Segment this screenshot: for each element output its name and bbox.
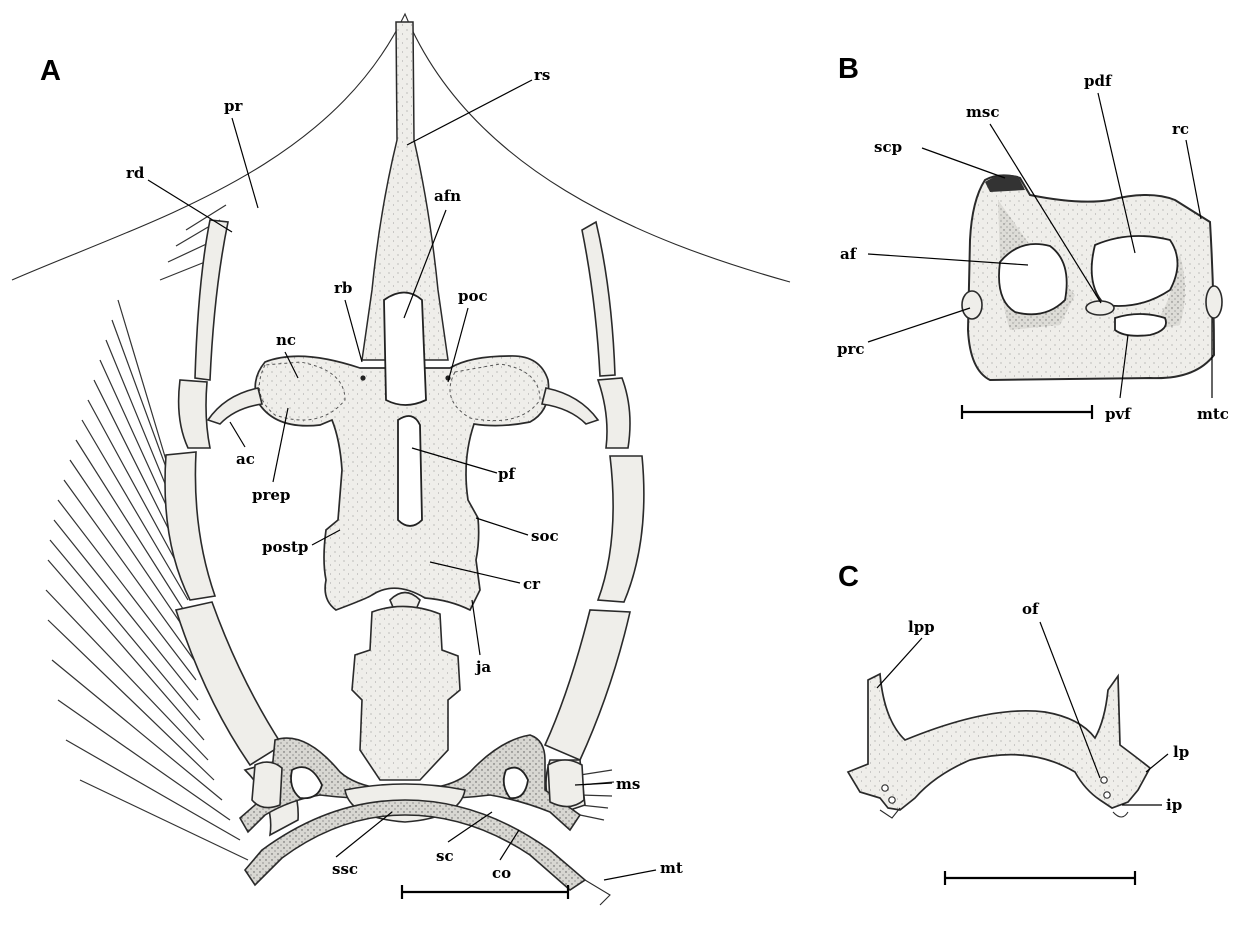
panel-label-c: C: [838, 561, 859, 593]
metapterygium-tip: [585, 880, 610, 905]
label-afn: afn: [434, 187, 461, 205]
label-pdf: pdf: [1084, 72, 1113, 90]
label-postp: postp: [262, 538, 308, 556]
anterior-fontanelle: [384, 293, 426, 406]
foramen-4: [1104, 792, 1110, 798]
label-poc: poc: [458, 287, 488, 305]
antorbital-right: [542, 388, 598, 424]
foramen-3: [1101, 777, 1107, 783]
label-pvf: pvf: [1105, 405, 1132, 423]
label-msc: msc: [966, 103, 999, 121]
posteroventral-fenestra: [1115, 314, 1166, 336]
label-lp: lp: [1173, 743, 1189, 761]
scale-bar-b: [962, 405, 1092, 419]
label-ms: ms: [616, 775, 640, 793]
label-pf: pf: [498, 465, 516, 483]
label-of: of: [1022, 600, 1040, 618]
scale-bar-c: [945, 871, 1135, 885]
label-mtc: mtc: [1197, 405, 1229, 423]
posterior-fontanelle: [398, 416, 422, 526]
panel-label-a: A: [40, 55, 61, 87]
foramen-2: [889, 797, 895, 803]
label-lpp: lpp: [908, 618, 935, 636]
label-prc: prc: [837, 340, 865, 358]
label-cr: cr: [523, 575, 541, 593]
label-sc: sc: [436, 847, 454, 865]
anterior-fenestra: [999, 244, 1067, 314]
scale-bar-a: [402, 885, 568, 899]
label-ssc: ssc: [332, 860, 358, 878]
panel-b: B msc pdf rc scp af prc: [837, 53, 1229, 423]
mesopterygium-right: [548, 760, 584, 807]
label-rc: rc: [1172, 120, 1189, 138]
fin-rays-right: [580, 770, 614, 820]
panel-c: C lpp of lp ip: [838, 561, 1189, 885]
label-soc: soc: [531, 527, 559, 545]
label-af: af: [840, 245, 858, 263]
label-scp: scp: [874, 138, 902, 156]
right-pterygium-chain: [545, 222, 644, 815]
mesial-condyle: [1086, 301, 1114, 315]
label-rd: rd: [126, 164, 145, 182]
panel-a: A: [12, 14, 790, 905]
mandibular-arch: [848, 674, 1150, 810]
label-ac: ac: [236, 450, 255, 468]
label-prep: prep: [252, 486, 290, 504]
label-pr: pr: [224, 97, 243, 115]
right-process-detail: [1113, 812, 1128, 817]
fin-rays-left: [46, 205, 248, 860]
orbital-dot-left: [360, 375, 365, 380]
label-mt: mt: [660, 859, 683, 877]
label-co: co: [492, 864, 511, 882]
mesopterygium-left: [252, 762, 282, 807]
mandibular-condyle: [1206, 286, 1222, 318]
synarcual: [352, 606, 460, 780]
antorbital-left: [208, 388, 262, 424]
label-ja: ja: [474, 658, 491, 676]
panel-label-b: B: [838, 53, 859, 85]
label-rb: rb: [334, 279, 352, 297]
label-nc: nc: [276, 331, 296, 349]
foramen-1: [882, 785, 888, 791]
preorbital-condyle: [962, 291, 982, 319]
label-rs: rs: [534, 66, 550, 84]
label-ip: ip: [1166, 796, 1182, 814]
